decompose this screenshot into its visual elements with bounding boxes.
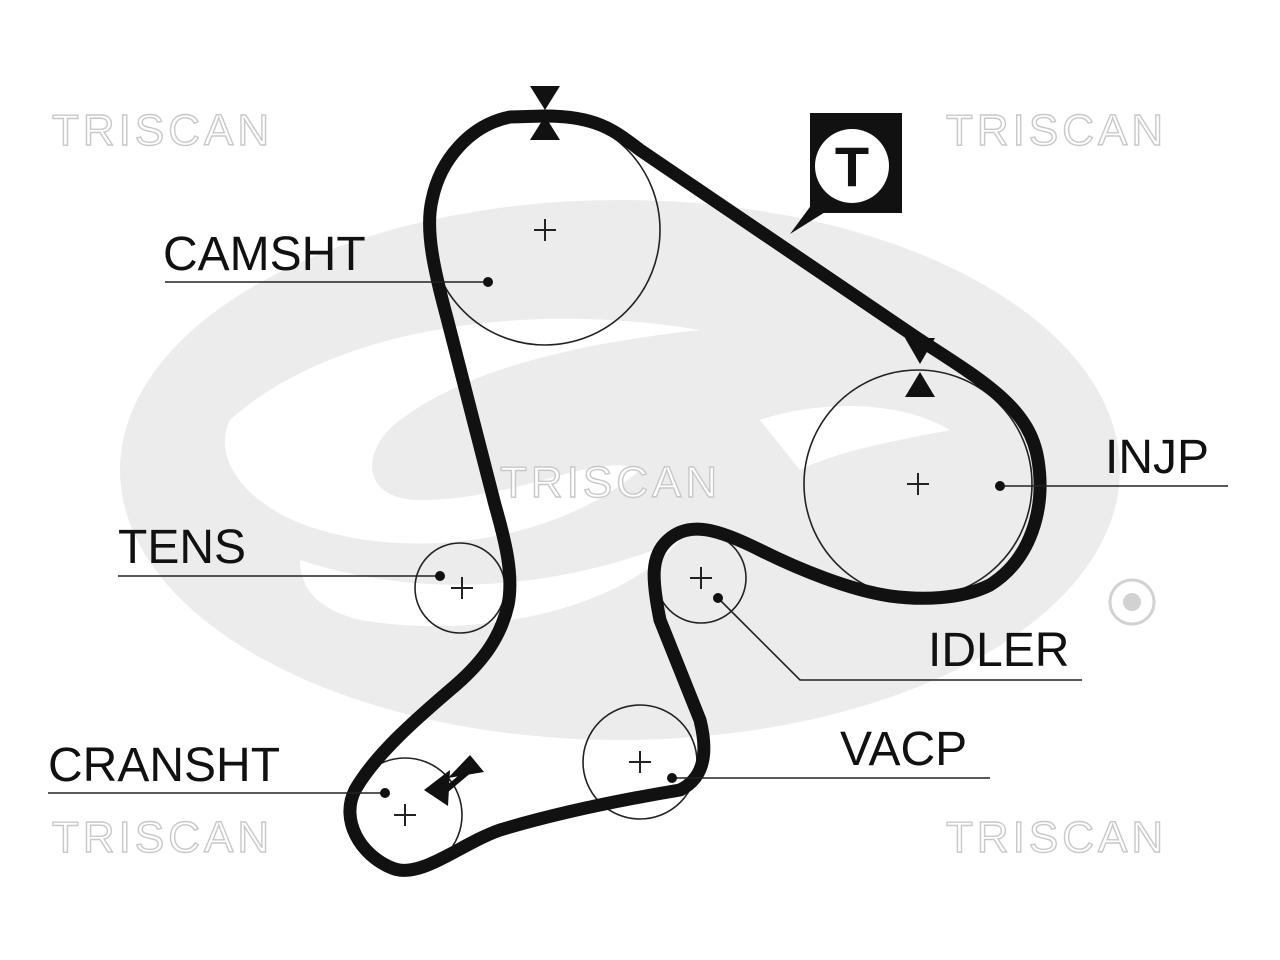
watermark-top-right: TRISCAN [946,106,1167,155]
label-crankshaft: CRANSHT [48,739,280,792]
label-vacuum-pump: VACP [840,723,967,776]
label-idler: IDLER [928,624,1069,677]
crankshaft-timing-arrow-icon [424,755,484,806]
watermark-top-left: TRISCAN [52,106,273,155]
camshaft-timing-mark-icon [530,86,560,140]
label-injection-pump: INJP [1105,431,1209,484]
watermark-bottom-left: TRISCAN [52,813,273,862]
leader-lines [48,277,1228,798]
tension-badge-letter: T [835,135,869,198]
label-camshaft: CAMSHT [163,228,366,281]
tension-check-badge: T [790,113,902,234]
pulley-center-marks [394,219,929,826]
injection-pump-timing-mark-icon [905,338,935,397]
timing-belt [343,109,1047,877]
watermark-bottom-right: TRISCAN [946,813,1167,862]
gates-logo-watermark [120,200,1156,740]
label-tensioner: TENS [118,521,246,574]
watermark-center: TRISCAN [500,458,721,507]
